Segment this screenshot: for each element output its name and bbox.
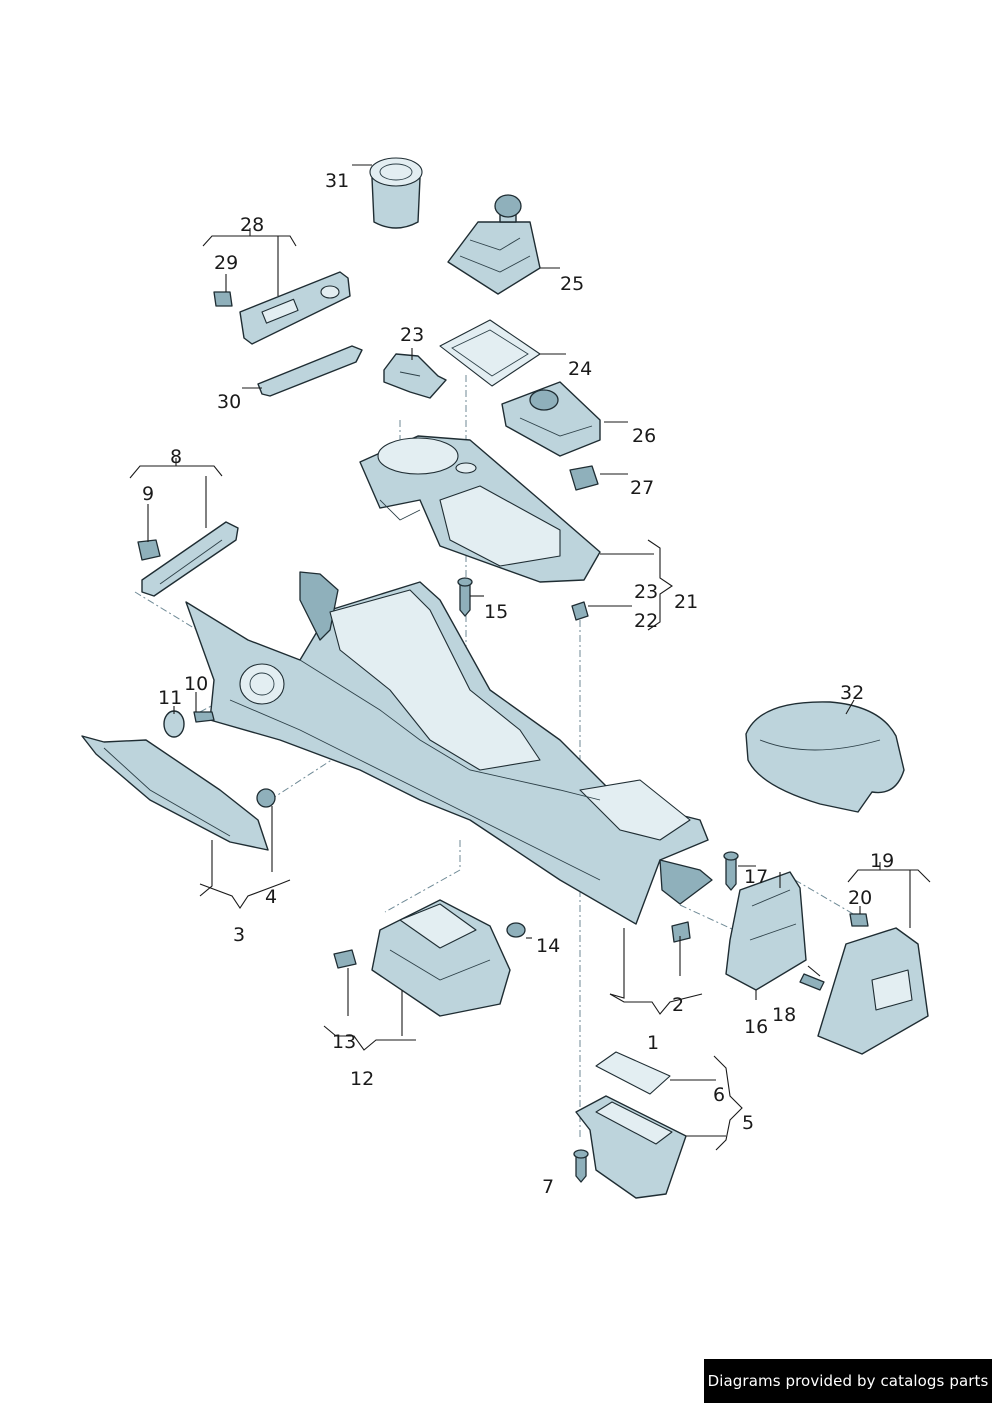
callout-7: 7	[542, 1176, 554, 1198]
callout-24: 24	[568, 358, 592, 380]
part-28-trim-strip	[239, 271, 351, 345]
part-4-clip	[256, 788, 276, 808]
callout-25: 25	[560, 273, 584, 295]
callout-31: 31	[325, 170, 349, 192]
callout-18: 18	[772, 1004, 796, 1026]
part-21-upper-cover	[359, 435, 601, 583]
part-22-clip	[571, 601, 589, 621]
callout-23-console: 23	[634, 581, 658, 603]
part-10-screw	[193, 711, 215, 723]
callout-27: 27	[630, 477, 654, 499]
callout-32: 32	[840, 682, 864, 704]
callout-17: 17	[744, 866, 768, 888]
part-7-screw	[573, 1149, 589, 1183]
part-8-bracket	[141, 521, 239, 597]
part-main-center-console	[185, 571, 713, 925]
part-32-armrest	[745, 701, 905, 813]
callout-4: 4	[265, 886, 277, 908]
callout-20: 20	[848, 887, 872, 909]
part-20-clip	[849, 913, 869, 927]
part-3-side-panel	[81, 735, 269, 851]
part-23-bracket	[383, 353, 447, 399]
part-24-frame	[439, 319, 541, 387]
part-25-gear-knob-boot	[447, 194, 541, 295]
callout-21: 21	[674, 591, 698, 613]
part-15-screw	[457, 577, 473, 617]
callout-labels: 1 2 3 4 5 6 7 8 9 10 11 12 13 14 15 16 1…	[142, 170, 894, 1198]
callout-6: 6	[713, 1084, 725, 1106]
leader-lines	[129, 164, 931, 1151]
callout-11: 11	[158, 687, 182, 709]
part-19-rear-panel	[817, 927, 929, 1055]
callout-23-bracket: 23	[400, 324, 424, 346]
callout-9: 9	[142, 483, 154, 505]
catalog-credit-badge: Diagrams provided by catalogs parts	[704, 1359, 992, 1403]
part-12-storage-box	[371, 899, 511, 1017]
callout-10: 10	[184, 673, 208, 695]
callout-28: 28	[240, 214, 264, 236]
callout-26: 26	[632, 425, 656, 447]
callout-15: 15	[484, 601, 508, 623]
part-9-clip	[137, 539, 161, 561]
part-11-cover-cap	[163, 710, 185, 738]
part-30-decor-strip	[257, 345, 363, 397]
part-13-clip	[333, 949, 357, 969]
callout-12: 12	[350, 1068, 374, 1090]
callout-3: 3	[233, 924, 245, 946]
part-26-control-unit	[501, 381, 601, 457]
callout-30: 30	[217, 391, 241, 413]
callout-16: 16	[744, 1016, 768, 1038]
part-27-switch	[569, 465, 599, 491]
callout-5: 5	[742, 1112, 754, 1134]
part-1-mat	[595, 1051, 671, 1095]
callout-8: 8	[170, 446, 182, 468]
callout-14: 14	[536, 935, 560, 957]
callout-1: 1	[647, 1032, 659, 1054]
part-14-nut	[506, 922, 526, 938]
part-17-screw	[723, 851, 739, 891]
credit-text: Diagrams provided by catalogs parts	[707, 1372, 989, 1390]
callout-22: 22	[634, 610, 658, 632]
part-31-cup-holder	[369, 157, 423, 229]
part-2-clip	[671, 921, 691, 943]
part-16-bracket	[725, 871, 807, 991]
part-29-clip	[213, 291, 233, 307]
callout-29: 29	[214, 252, 238, 274]
callout-2: 2	[672, 994, 684, 1016]
part-18-screw	[799, 973, 825, 991]
callout-19: 19	[870, 850, 894, 872]
part-5-tray	[575, 1095, 687, 1199]
callout-13: 13	[332, 1031, 356, 1053]
